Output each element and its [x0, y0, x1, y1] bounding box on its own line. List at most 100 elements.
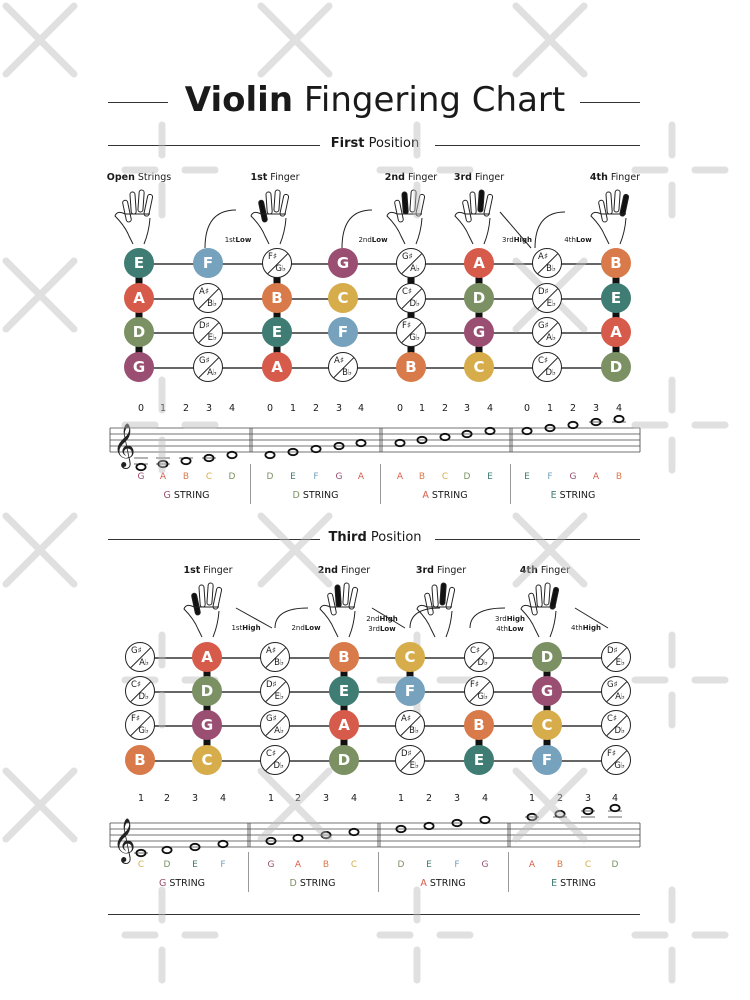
sharp-name: A♯ [266, 646, 276, 656]
finger-number: 1 [160, 403, 166, 414]
finger-number: 2 [441, 403, 449, 414]
finger-number: 4 [228, 403, 236, 414]
title-rule-left [108, 102, 168, 103]
whole-note [333, 441, 345, 451]
note-circle-A: A [464, 248, 494, 278]
whole-note [320, 830, 332, 840]
note-letter: A [294, 860, 302, 870]
whole-note [203, 453, 215, 463]
string-connector [612, 263, 620, 367]
string-connector [406, 657, 414, 691]
note-circle-C: C [532, 710, 562, 740]
section-rule-right [435, 145, 640, 146]
sharp-name: D♯ [538, 287, 549, 297]
note-letter: A [592, 472, 600, 482]
hand-finger [445, 586, 456, 610]
whole-note [479, 815, 491, 825]
hand-finger [143, 193, 154, 217]
finger-header: 3rd Finger [453, 172, 505, 183]
flat-name: A♭ [410, 264, 420, 274]
whole-note [264, 450, 276, 460]
watermark-mark [631, 631, 729, 729]
hand-icon [454, 211, 491, 245]
sharp-name: F♯ [131, 714, 141, 724]
position-label: 4thLow [564, 236, 592, 244]
string-line [140, 657, 616, 659]
flat-name: A♭ [139, 658, 149, 668]
sharp-name: G♯ [607, 680, 618, 690]
note-circle-B: B [601, 248, 631, 278]
accidental-note: G♯A♭ [260, 710, 290, 740]
position-label: 2ndLow [358, 236, 388, 244]
position-label: 1stHigh [231, 624, 261, 632]
string-line [139, 332, 616, 334]
flat-name: D♭ [477, 658, 488, 668]
flat-name: E♭ [409, 761, 419, 771]
string-line [139, 298, 616, 300]
finger-header: 4th Finger [589, 172, 641, 183]
sharp-name: G♯ [199, 356, 210, 366]
note-circle-F: F [532, 745, 562, 775]
note-letter: G [569, 472, 577, 482]
interval-arc [469, 607, 506, 629]
watermark-mark [2, 767, 78, 843]
whole-note [526, 812, 538, 822]
flat-name: A♭ [546, 333, 556, 343]
note-letter: D [266, 472, 274, 482]
finger-number: 2 [295, 793, 301, 804]
position-label: 3rdHigh [502, 236, 532, 244]
finger-header: 2nd Finger [384, 172, 438, 183]
string-separator [248, 852, 249, 892]
note-letter: B [556, 860, 564, 870]
interval-arc [204, 209, 237, 249]
hand-finger [483, 193, 494, 217]
flat-name: E♭ [207, 333, 217, 343]
note-circle-F: F [328, 317, 358, 347]
hand-finger [535, 584, 543, 608]
hand-finger [327, 592, 337, 616]
hand-finger [431, 584, 439, 608]
accidental-note: G♯A♭ [396, 248, 426, 278]
note-letter: F [313, 472, 319, 482]
flat-name: A♭ [207, 368, 217, 378]
note-letter: G [267, 860, 275, 870]
note-letter: E [290, 472, 296, 482]
note-circle-C: C [464, 352, 494, 382]
finger-header: 1st Finger [183, 565, 233, 576]
hand-finger [469, 191, 477, 215]
hand-finger [258, 199, 268, 223]
hand-finger [619, 193, 630, 217]
finger-number: 4 [486, 403, 494, 414]
note-letter: F [454, 860, 460, 870]
sharp-name: F♯ [607, 749, 617, 759]
whole-note [590, 417, 602, 427]
string-separator [380, 464, 381, 504]
section-title: Third Position [328, 530, 422, 545]
accidental-note: C♯D♭ [125, 676, 155, 706]
finger-number: 0 [266, 403, 274, 414]
whole-note [567, 420, 579, 430]
flat-name: B♭ [546, 264, 556, 274]
note-letter: D [228, 472, 236, 482]
title-rule-right [580, 102, 640, 103]
note-circle-B: B [396, 352, 426, 382]
finger-number: 4 [357, 403, 365, 414]
flat-name: G♭ [477, 692, 488, 702]
watermark-mark [376, 886, 474, 984]
flat-name: G♭ [409, 333, 420, 343]
note-circle-A: A [262, 352, 292, 382]
string-connector [407, 263, 415, 367]
watermark-mark [376, 631, 474, 729]
string-line [140, 725, 616, 727]
sharp-name: A♯ [538, 252, 548, 262]
flat-name: D♭ [614, 726, 625, 736]
note-circle-D: D [532, 642, 562, 672]
interval-arc [499, 211, 532, 249]
whole-note [484, 426, 496, 436]
finger-number: 4 [615, 403, 623, 414]
sharp-name: F♯ [402, 321, 412, 331]
note-circle-B: B [464, 710, 494, 740]
sharp-name: C♯ [266, 749, 277, 759]
interval-arc [371, 607, 406, 629]
hand-icon [520, 604, 557, 638]
